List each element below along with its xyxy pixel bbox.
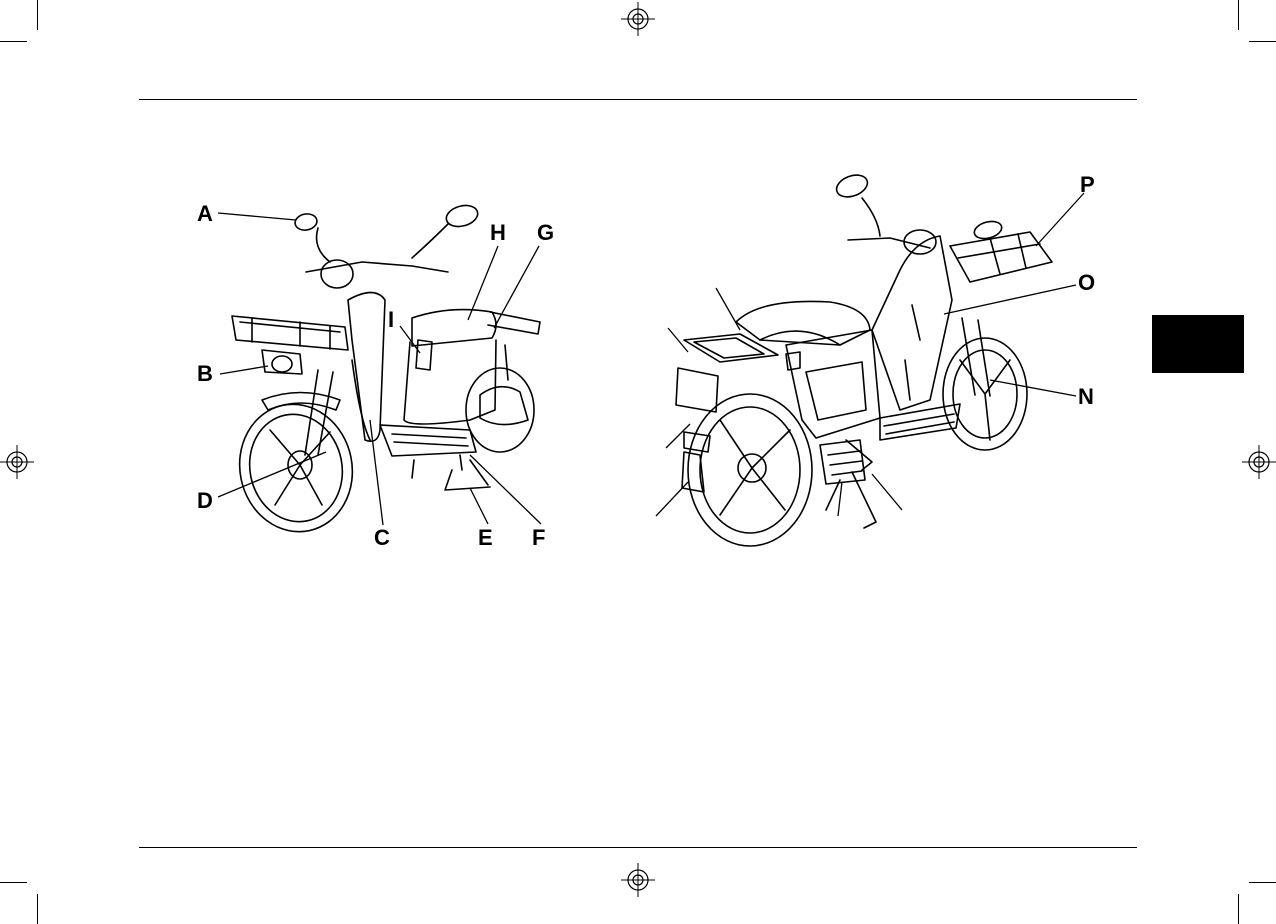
callout-f: F xyxy=(532,527,545,549)
callout-b: B xyxy=(197,363,213,385)
callout-e: E xyxy=(478,527,493,549)
callout-d: D xyxy=(197,490,213,512)
callout-g: G xyxy=(537,222,554,244)
callout-i: I xyxy=(388,309,394,331)
callout-n: N xyxy=(1078,386,1094,408)
callout-a: A xyxy=(197,203,213,225)
callout-o: O xyxy=(1078,272,1095,294)
callout-c: C xyxy=(374,527,390,549)
callout-p: P xyxy=(1080,174,1095,196)
callout-h: H xyxy=(490,222,506,244)
